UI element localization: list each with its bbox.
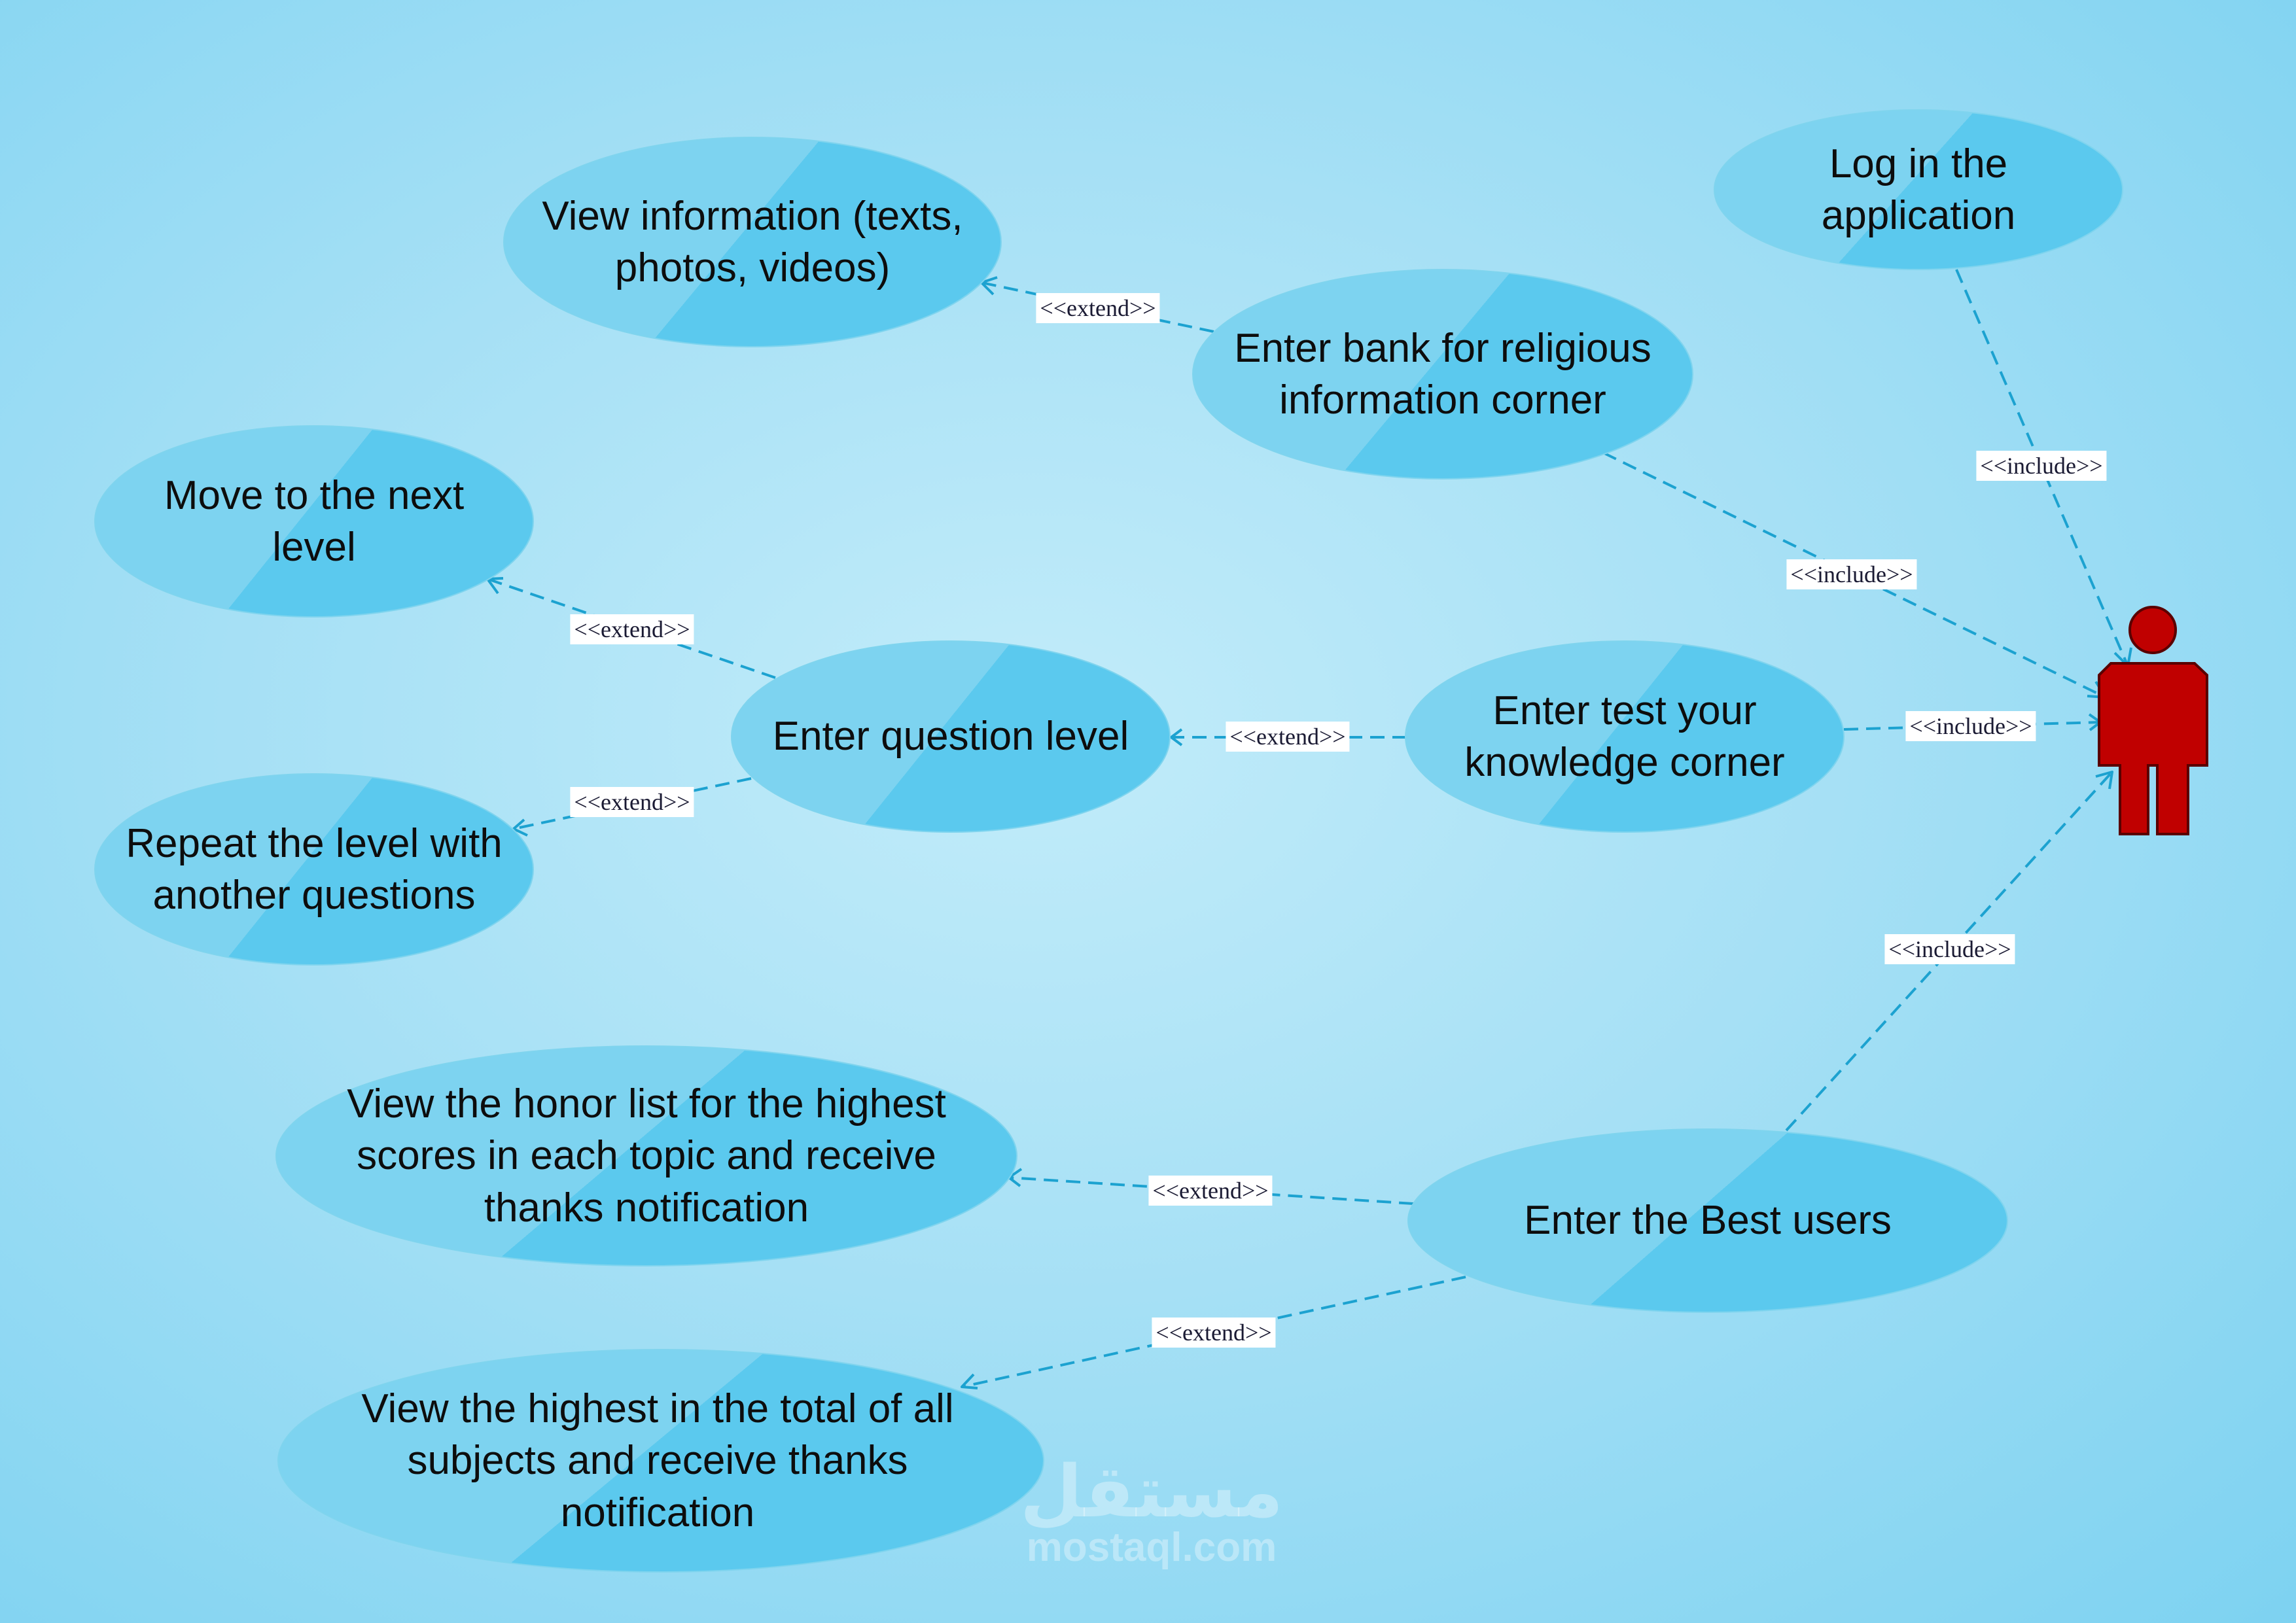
- connector-question-next-level: [487, 578, 776, 679]
- include-label-bank: <<include>>: [1786, 559, 1917, 589]
- use-case-highest-total[interactable]: [277, 1349, 1044, 1573]
- use-case-test-corner[interactable]: [1405, 640, 1845, 833]
- arrowhead-highest: [961, 1373, 978, 1389]
- extend-label-highest: <<extend>>: [1152, 1318, 1276, 1348]
- use-case-bank[interactable]: [1192, 269, 1693, 480]
- use-case-view-info[interactable]: [503, 137, 1002, 347]
- use-case-login[interactable]: [1714, 109, 2123, 270]
- extend-label-honor: <<extend>>: [1148, 1176, 1273, 1206]
- arrowhead-best: [2095, 771, 2113, 790]
- extend-label-next-level: <<extend>>: [570, 614, 694, 644]
- extend-label-view-info: <<extend>>: [1036, 293, 1160, 323]
- actor-head: [2128, 606, 2177, 654]
- connector-best-actor: [1785, 771, 2113, 1132]
- extend-label-repeat: <<extend>>: [570, 787, 694, 817]
- arrowhead-question: [1170, 728, 1183, 746]
- include-label-login: <<include>>: [1976, 451, 2107, 481]
- include-label-test: <<include>>: [1905, 711, 2036, 741]
- stick-figure-actor-icon[interactable]: [2098, 606, 2208, 835]
- use-case-repeat-level[interactable]: [94, 773, 534, 966]
- arrowhead-repeat: [512, 818, 528, 837]
- use-case-best-users[interactable]: [1407, 1128, 2008, 1313]
- connector-login-actor: [1955, 269, 2129, 667]
- include-label-best: <<include>>: [1884, 934, 2015, 964]
- use-case-honor-list[interactable]: [275, 1045, 1017, 1266]
- extend-label-question: <<extend>>: [1226, 722, 1350, 752]
- use-case-next-level[interactable]: [94, 425, 534, 618]
- use-case-question-level[interactable]: [731, 640, 1171, 833]
- connector-test-actor: [1843, 721, 2101, 731]
- actor-body: [2098, 662, 2208, 835]
